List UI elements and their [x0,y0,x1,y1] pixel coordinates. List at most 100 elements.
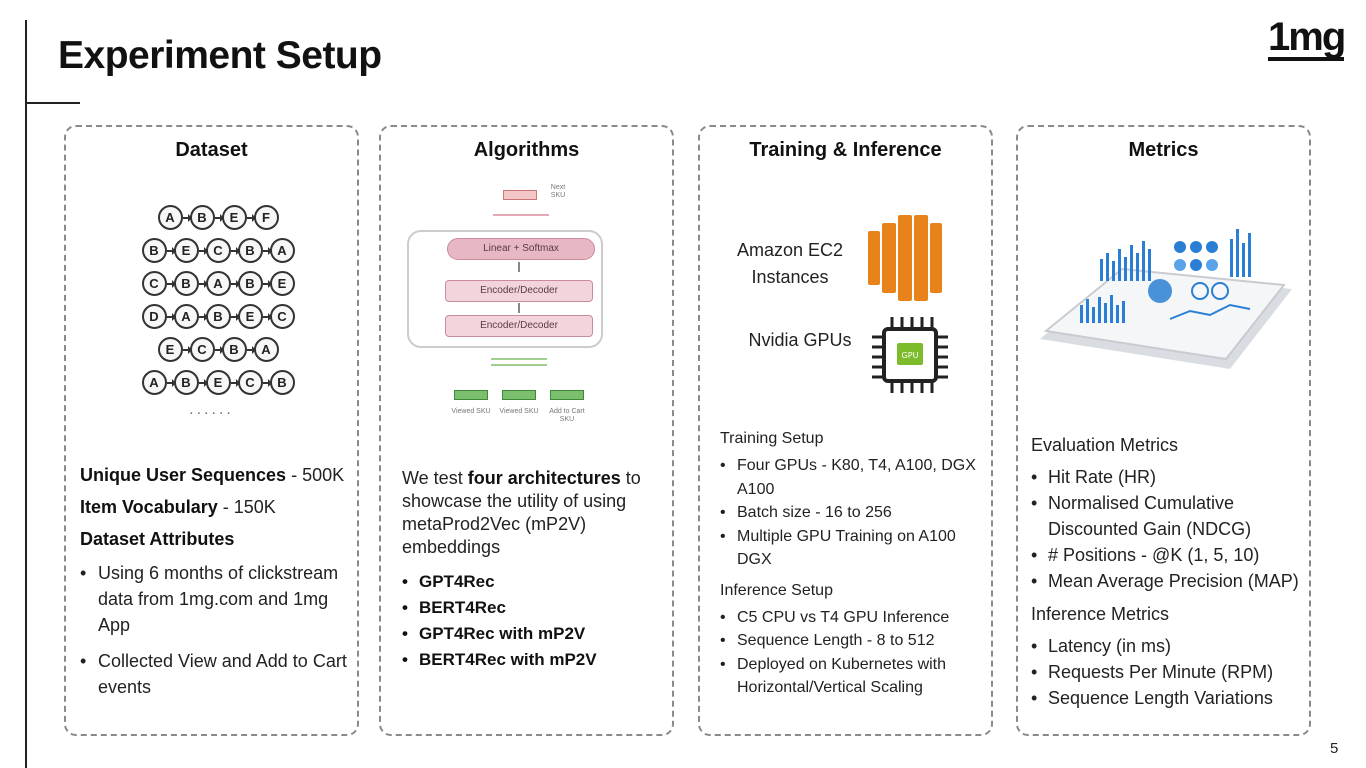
gpu-chip-icon: GPU [870,315,950,395]
inference-setup-heading: Inference Setup [720,581,833,599]
inference-metrics-heading: Inference Metrics [1031,604,1170,624]
list-item: GPT4Rec with mP2V [402,621,660,647]
input-label: Add to Cart SKU [549,408,585,423]
list-item: GPT4Rec [402,569,660,595]
amazon-ec2-label: Amazon EC2 Instances [736,240,844,287]
sequence-node: E [221,205,247,230]
aws-ec2-icon [868,213,944,303]
list-item: C5 CPU vs T4 GPU Inference [720,606,988,630]
training-card: Training & Inference Amazon EC2 Instance… [698,125,993,736]
list-item: Collected View and Add to Cart events [80,648,350,700]
inference-bullets: C5 CPU vs T4 GPU Inference Sequence Leng… [720,606,988,700]
sequence-arrow [246,345,256,354]
sequence-node: C [269,304,295,329]
list-item: BERT4Rec [402,595,660,621]
evaluation-bullets: Hit Rate (HR) Normalised Cumulative Disc… [1031,464,1316,594]
sequence-arrow [262,279,272,288]
list-item: Latency (in ms) [1031,633,1316,659]
sequence-node: E [157,337,183,362]
sequence-arrow [262,378,272,387]
title-underline [25,102,80,104]
list-item: Normalised Cumulative Discounted Gain (N… [1031,490,1316,542]
sequence-arrow [262,312,272,321]
list-item: Sequence Length Variations [1031,685,1316,711]
flow-arrow [518,262,520,272]
left-rule [25,20,27,768]
sequence-arrow [166,279,176,288]
next-sku-label: Next SKU [550,184,566,199]
unique-sequences-line: Unique User Sequences - 500K [80,465,345,485]
sequence-node: F [253,205,279,230]
list-item: # Positions - @K (1, 5, 10) [1031,542,1316,568]
list-item: Using 6 months of clickstream data from … [80,560,350,638]
sequence-arrow [198,279,208,288]
input-label: Viewed SKU [499,408,539,415]
page-number: 5 [1330,740,1339,757]
sequence-node: B [269,370,295,395]
dataset-title: Dataset [175,139,248,161]
inference-metric-bullets: Latency (in ms) Requests Per Minute (RPM… [1031,633,1316,711]
analytics-tablet-image [1030,219,1298,379]
sequence-node: B [237,271,263,296]
sequence-node: A [157,205,183,230]
algorithms-card: Algorithms Next SKU Linear + Softmax Enc… [379,125,674,736]
sequence-arrow [166,246,176,255]
sequence-arrow [230,246,240,255]
metrics-details: Evaluation Metrics Hit Rate (HR) Normali… [1031,435,1316,721]
viewed-sku-token [454,390,488,400]
sequence-node: B [205,304,231,329]
input-label: Viewed SKU [451,408,491,415]
transformer-diagram: Next SKU Linear + Softmax Encoder/Decode… [405,182,651,442]
training-setup-heading: Training Setup [720,430,824,447]
brand-logo: 1mg [1268,15,1346,61]
linear-softmax-layer: Linear + Softmax [447,238,595,260]
nvidia-gpu-label: Nvidia GPUs [748,330,852,350]
sequence-node: B [173,271,199,296]
sequence-ellipsis: ...... [189,401,234,418]
sequence-node: C [141,271,167,296]
item-vocabulary-line: Item Vocabulary - 150K [80,497,276,517]
model-list: GPT4Rec BERT4Rec GPT4Rec with mP2V BERT4… [402,569,660,673]
sequence-node: C [205,238,231,263]
sequence-arrow [230,312,240,321]
next-sku-token [503,190,537,200]
sequence-node: E [173,238,199,263]
page-title: Experiment Setup [58,34,382,77]
encoder-decoder-layer-2: Encoder/Decoder [445,315,593,337]
model-frame [407,230,603,348]
sequence-node: B [237,238,263,263]
algorithms-description: We test four architectures to showcase t… [402,467,660,673]
sequence-node: A [205,271,231,296]
metrics-card: Metrics Evaluation Metrics [1016,125,1311,736]
sequence-arrow [198,312,208,321]
sequence-arrow [166,312,176,321]
training-bullets: Four GPUs - K80, T4, A100, DGX A100 Batc… [720,454,988,572]
training-details: Training Setup Four GPUs - K80, T4, A100… [720,430,988,710]
list-item: Four GPUs - K80, T4, A100, DGX A100 [720,454,988,501]
list-item: Hit Rate (HR) [1031,464,1316,490]
viewed-sku-token [502,390,536,400]
list-item: Sequence Length - 8 to 512 [720,629,988,653]
sequence-node: E [269,271,295,296]
input-chevron [491,358,547,368]
input-chevron [491,364,547,374]
dataset-details: Unique User Sequences - 500K Item Vocabu… [80,464,350,710]
metrics-title: Metrics [1128,139,1199,161]
list-item: Deployed on Kubernetes with Horizontal/V… [720,653,988,700]
sequence-arrow [214,213,224,222]
sequence-node: B [141,238,167,263]
sequence-node: A [173,304,199,329]
evaluation-metrics-heading: Evaluation Metrics [1031,435,1179,455]
algorithms-title: Algorithms [473,139,580,161]
training-title: Training & Inference [749,139,942,161]
cart-sku-token [550,390,584,400]
sequence-node: A [269,238,295,263]
list-item: Requests Per Minute (RPM) [1031,659,1316,685]
